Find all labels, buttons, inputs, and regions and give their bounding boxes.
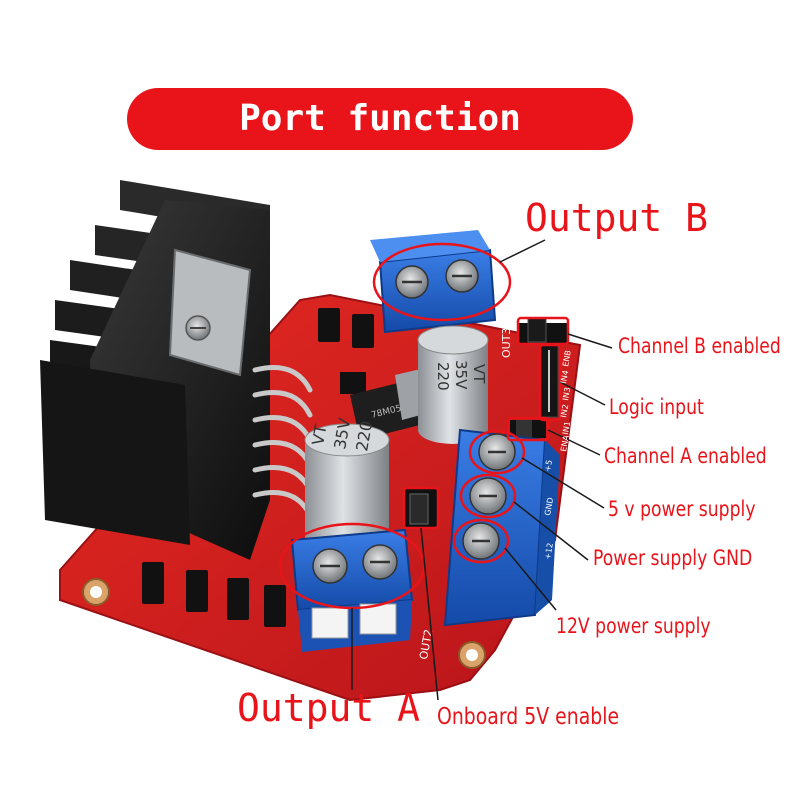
terminal-block-power <box>443 428 560 627</box>
pin-label: ENB <box>561 350 573 368</box>
svg-text:35V: 35V <box>452 360 470 390</box>
pin-label: ENA <box>559 434 571 452</box>
smd-component <box>340 372 366 394</box>
label-power-gnd: Power supply GND <box>593 546 753 570</box>
terminal-pin-label: GND <box>543 497 555 517</box>
channel-a-box <box>506 416 550 442</box>
label-5v-supply: 5 v power supply <box>608 497 756 521</box>
label-output-a: Output A <box>237 686 421 730</box>
capacitor-right: 220 35V VT <box>417 325 489 444</box>
smd-diode <box>352 314 374 348</box>
leader-5v-enable <box>420 527 439 701</box>
leader-channel-a <box>547 429 601 456</box>
terminal-block-output-b <box>370 230 497 334</box>
leader-output-b <box>499 239 546 263</box>
leader-5v <box>521 457 605 509</box>
label-onboard-5v-enable: Onboard 5V enable <box>437 704 620 730</box>
page-title: Port function introduction <box>239 98 521 201</box>
label-channel-a-enabled: Channel A enabled <box>604 444 767 468</box>
gnd-circle <box>459 473 517 519</box>
svg-text:VT: VT <box>308 423 330 447</box>
12v-circle <box>452 518 510 564</box>
label-output-b: Output B <box>525 196 709 240</box>
pin-label: IN4 <box>559 370 570 385</box>
label-channel-b-enabled: Channel B enabled <box>618 334 781 358</box>
title-pill <box>127 88 633 150</box>
5v-circle <box>468 429 526 475</box>
onboard-5v-jumper <box>404 488 438 528</box>
leader-12v <box>504 547 557 611</box>
leader-logic-input <box>559 381 606 406</box>
label-12v-supply: 12V power supply <box>556 614 711 638</box>
logic-input-header <box>510 317 568 438</box>
terminal-pin-label: +12 <box>543 542 555 560</box>
pin-label: IN3 <box>561 387 572 402</box>
svg-text:220: 220 <box>434 362 452 391</box>
pin-label: IN2 <box>559 404 570 419</box>
bottom-diodes <box>142 562 286 627</box>
terminal-block-output-a <box>290 528 414 652</box>
smd-diode <box>318 308 340 342</box>
terminal-pin-label: +5 <box>543 459 554 472</box>
svg-text:OUT2: OUT2 <box>417 628 435 660</box>
leader-channel-b <box>567 333 613 349</box>
pin-label: IN1 <box>561 421 572 436</box>
label-logic-input: Logic input <box>609 395 704 419</box>
svg-text:VT: VT <box>470 364 488 384</box>
svg-text:OUT3: OUT3 <box>500 328 513 358</box>
output-b-circle <box>372 242 512 322</box>
leader-gnd <box>513 501 589 561</box>
heatsink <box>40 180 270 560</box>
